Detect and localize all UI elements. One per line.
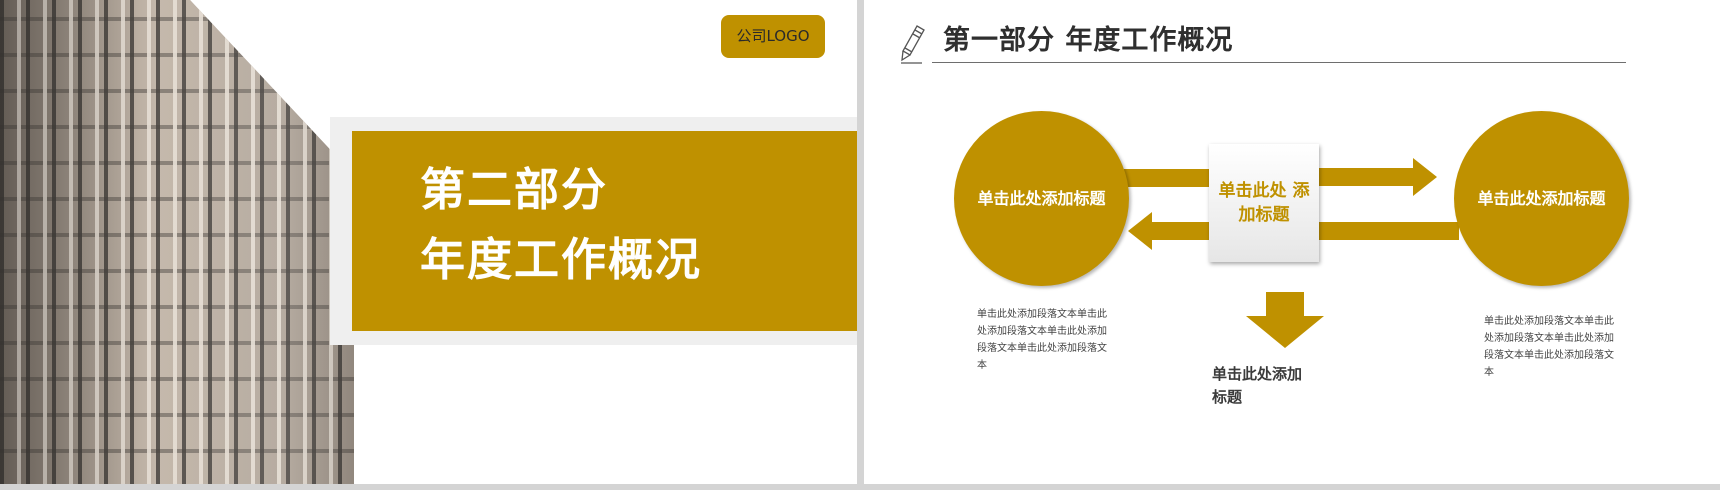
- title-underline: [932, 62, 1626, 63]
- section-title-line2: 年度工作概况: [420, 233, 703, 286]
- connector-bar: [1319, 222, 1459, 240]
- arrow-left-icon: [1128, 212, 1212, 250]
- arrow-down-icon: [1246, 292, 1324, 348]
- left-circle-label: 单击此处添加标题: [977, 189, 1106, 208]
- arrow-right-icon: [1124, 169, 1234, 187]
- right-circle: 单击此处添加标题: [1454, 111, 1629, 286]
- right-circle-label: 单击此处添加标题: [1477, 189, 1606, 208]
- slide-section-one: 第一部分 年度工作概况 单击此处添加标题 单击此处添加标题 单击此处 添加标题 …: [864, 0, 1720, 484]
- left-circle: 单击此处添加标题: [954, 111, 1129, 286]
- slide-section-two: 第二部分 年度工作概况 公司LOGO: [0, 0, 857, 484]
- pencil-icon: [901, 25, 925, 64]
- section-title-line1: 第二部分: [420, 163, 609, 216]
- right-description: 单击此处添加段落文本单击此处添加段落文本单击此处添加段落文本单击此处添加段落文本: [1484, 316, 1614, 378]
- left-description: 单击此处添加段落文本单击此处添加段落文本单击此处添加段落文本单击此处添加段落文本: [977, 309, 1107, 371]
- part-title: 第一部分 年度工作概况: [943, 25, 1234, 56]
- bottom-title: 单击此处添加标题: [1212, 365, 1303, 406]
- title-band: [352, 131, 857, 331]
- center-box: 单击此处 添加标题: [1209, 144, 1319, 262]
- building-photo-shade: [0, 0, 354, 484]
- center-box-label: 单击此处 添加标题: [1218, 181, 1310, 225]
- section-title: 第二部分 年度工作概况: [420, 155, 840, 295]
- company-logo: 公司LOGO: [721, 15, 825, 58]
- arrow-right-icon: [1319, 158, 1437, 196]
